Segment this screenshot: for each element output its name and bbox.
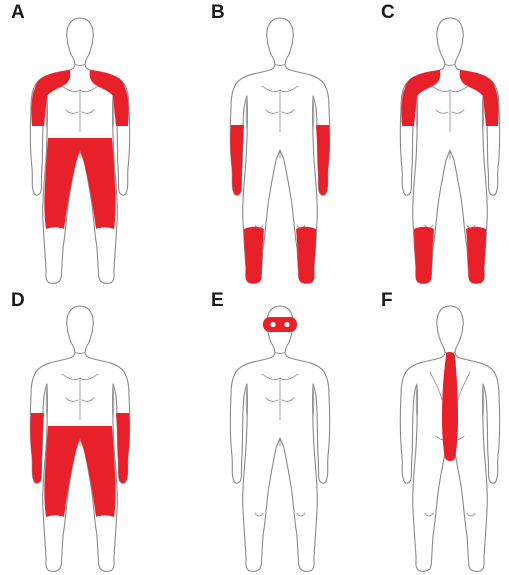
eye-marker <box>270 322 275 327</box>
panel-b: B <box>200 0 370 287</box>
panel-label: E <box>211 290 224 312</box>
panel-a: A <box>0 0 170 287</box>
panel-c: C <box>370 0 509 287</box>
panel-d: D <box>0 288 170 575</box>
panel-label: C <box>381 2 395 24</box>
body-figure-e <box>200 288 370 575</box>
panel-label: A <box>11 2 25 24</box>
panel-label: F <box>381 290 393 312</box>
body-figure-b <box>200 0 370 287</box>
eye-marker <box>284 322 289 327</box>
body-figure-c <box>370 0 509 287</box>
region-lower-legs-feet <box>414 227 434 284</box>
panel-label: B <box>211 2 225 24</box>
panel-e: E <box>200 288 370 575</box>
body-figure-a <box>0 0 170 287</box>
region-lower-legs-feet <box>244 227 264 284</box>
panel-f: F <box>370 288 509 575</box>
body-figure-f <box>370 288 509 575</box>
region-eyes <box>263 317 297 332</box>
body-figure-d <box>0 288 170 575</box>
region-lower-legs-feet <box>466 227 486 284</box>
panel-label: D <box>11 290 25 312</box>
region-lower-legs-feet <box>296 227 316 284</box>
